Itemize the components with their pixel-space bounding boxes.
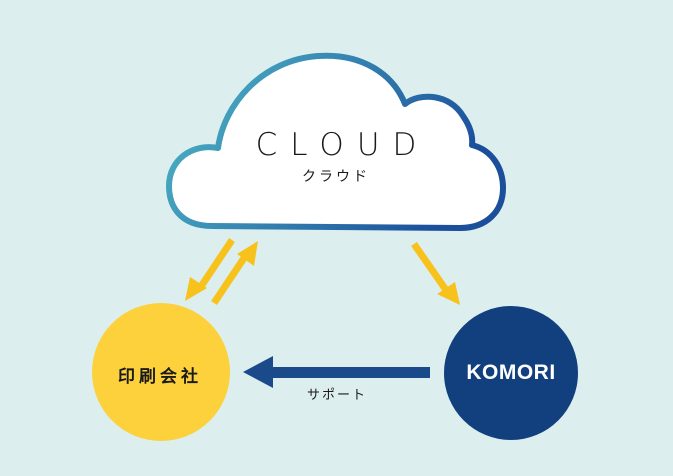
support-arrow xyxy=(243,356,430,388)
arrow-cloud-to-company xyxy=(185,238,235,301)
manufacturer-logo-text: KOMORI xyxy=(466,361,556,384)
manufacturer-circle xyxy=(444,306,578,440)
printing-company-circle xyxy=(92,303,230,441)
printing-company-label: 印刷会社 xyxy=(118,367,202,387)
cloud-title: CLOUD xyxy=(255,127,430,163)
cloud-subtitle: クラウド xyxy=(302,169,370,185)
arrow-cloud-to-manufacturer xyxy=(411,242,460,305)
arrow-company-to-cloud xyxy=(211,241,258,305)
support-label: サポート xyxy=(306,388,368,403)
cloud-shape xyxy=(166,52,506,231)
